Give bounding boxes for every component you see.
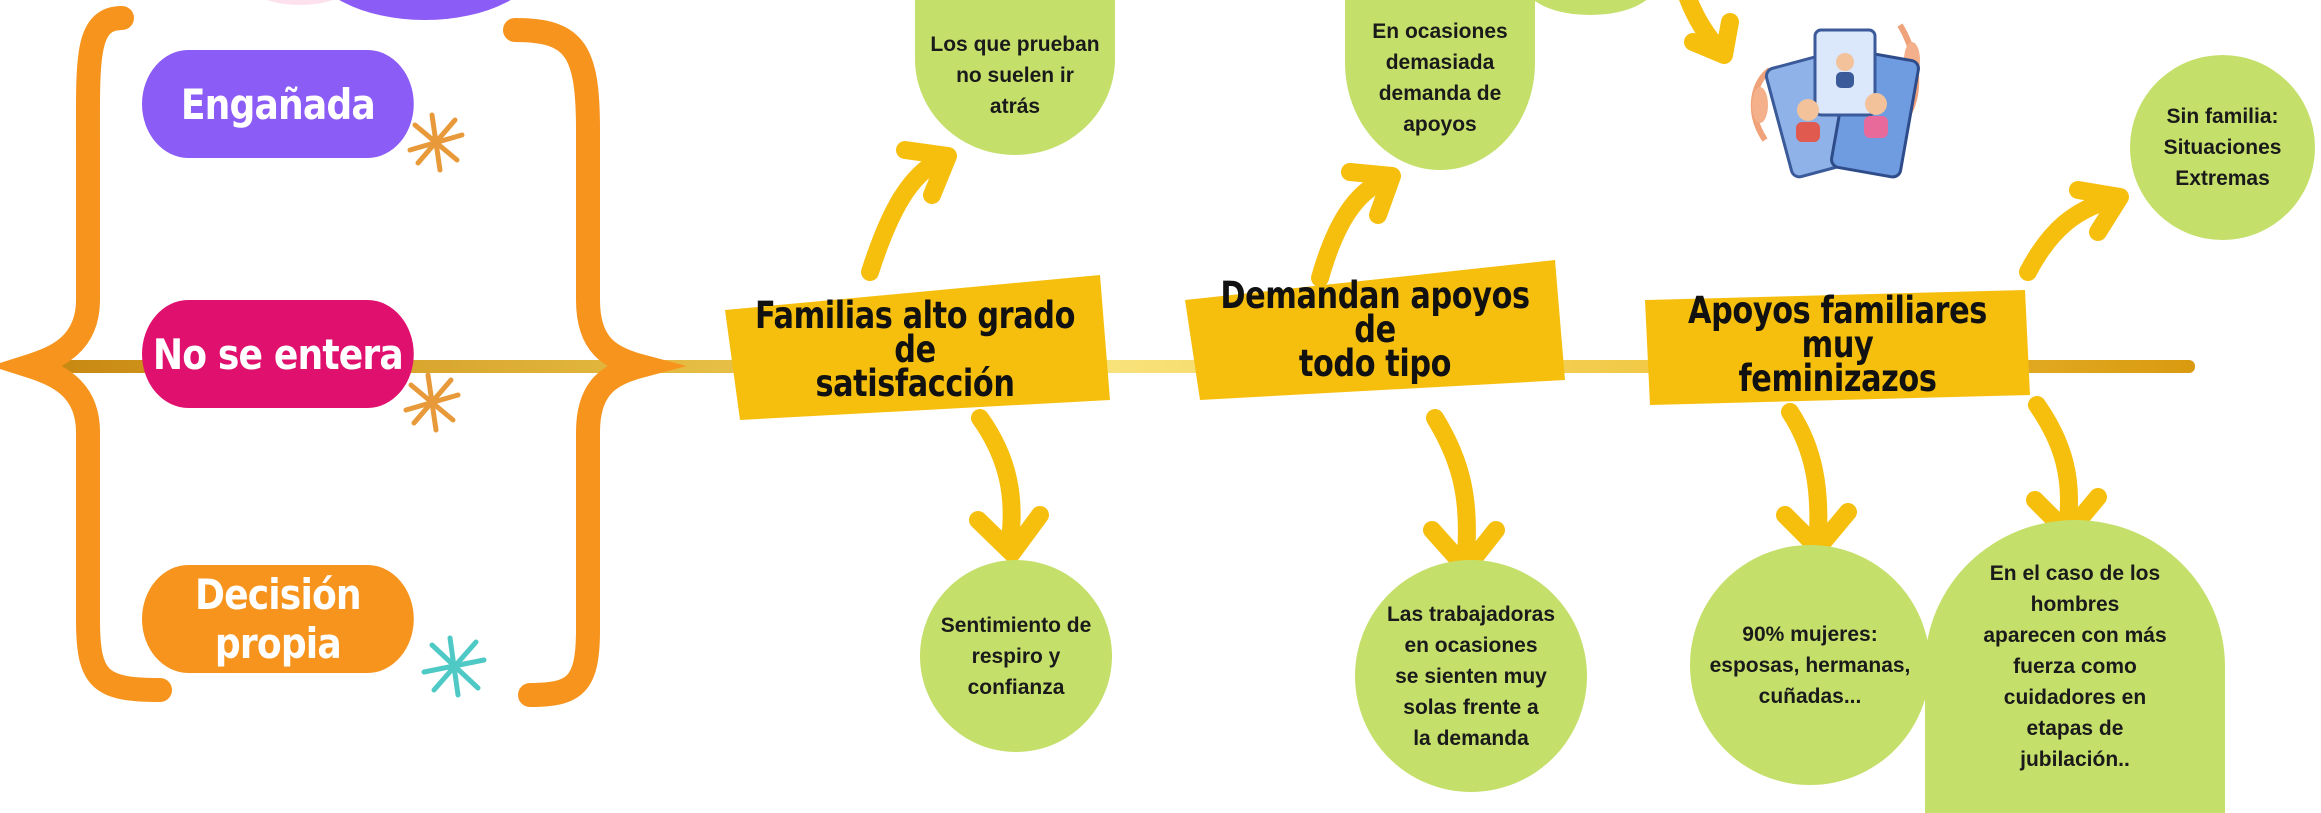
banner-shape-2 — [1185, 260, 1565, 400]
sparkle-icon — [403, 372, 461, 433]
pill-enganada: Engañada — [142, 50, 414, 158]
banner-label: Apoyos familiares muy feminizazos — [1688, 289, 1987, 400]
bubble-partial — [1533, 0, 1647, 15]
pill-label: Decisión propia — [194, 570, 362, 668]
sparkle-icon — [407, 112, 465, 173]
banner-demandan: Demandan apoyos de todo tipo — [1165, 275, 1585, 385]
banner-shape-3 — [1645, 290, 2030, 405]
people-screens-illustration — [1750, 23, 1920, 179]
pill-label: No se entera — [152, 329, 404, 379]
banner-label: Familias alto grado de satisfacción — [754, 294, 1076, 405]
pink-shape-partial — [266, 0, 334, 5]
bubble-hombres: En el caso de los hombres aparecen con m… — [1925, 520, 2225, 813]
banner-apoyos: Apoyos familiares muy feminizazos — [1625, 290, 2050, 400]
bubble-trabajadoras: Las trabajadoras en ocasiones se sienten… — [1355, 560, 1587, 792]
pill-decision-propia: Decisión propia — [142, 565, 414, 673]
banner-label: Demandan apoyos de todo tipo — [1220, 274, 1530, 385]
sparkle-icon — [421, 635, 487, 698]
bubble-text: 90% mujeres: esposas, hermanas, cuñadas.… — [1709, 622, 1911, 708]
pill-no-se-entera: No se entera — [142, 300, 414, 408]
banner-shape-1 — [725, 275, 1110, 420]
bubble-sentimiento: Sentimiento de respiro y confianza — [920, 560, 1112, 752]
banner-familias: Familias alto grado de satisfacción — [700, 295, 1130, 405]
bubble-text: Los que prueban no suelen ir atrás — [930, 32, 1100, 118]
bubble-text: Sin familia: Situaciones Extremas — [2163, 105, 2282, 190]
right-brace — [503, 18, 687, 707]
bubble-text: Las trabajadoras en ocasiones se sienten… — [1386, 602, 1556, 750]
bubble-text: Sentimiento de respiro y confianza — [940, 613, 1092, 699]
bubble-sin-familia: Sin familia: Situaciones Extremas — [2130, 55, 2315, 240]
pill-label: Engañada — [180, 79, 376, 129]
bubble-los-que-prueban: Los que prueban no suelen ir atrás — [915, 0, 1115, 155]
purple-shape-partial — [339, 0, 511, 20]
left-brace — [0, 6, 172, 702]
bubble-90-mujeres: 90% mujeres: esposas, hermanas, cuñadas.… — [1690, 545, 1930, 785]
bubble-text: En ocasiones demasiada demanda de apoyos — [1372, 19, 1508, 136]
bubble-en-ocasiones: En ocasiones demasiada demanda de apoyos — [1345, 0, 1535, 170]
bubble-text: En el caso de los hombres aparecen con m… — [1983, 562, 2167, 771]
